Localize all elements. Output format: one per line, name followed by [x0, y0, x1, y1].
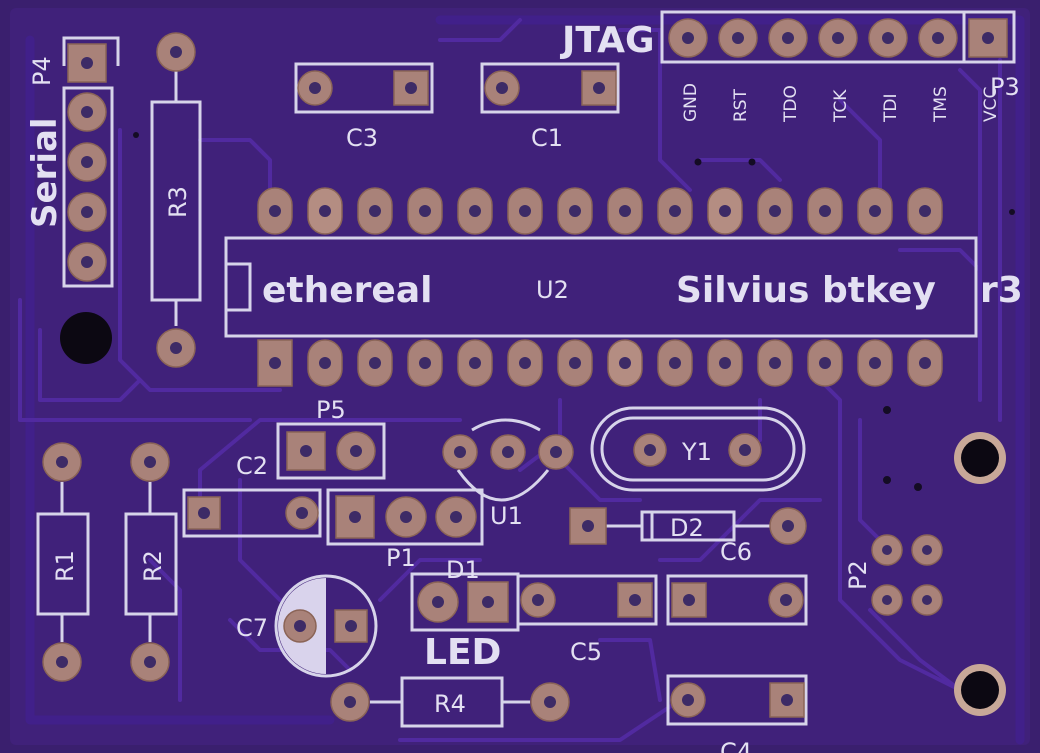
- ref-d1: D1: [446, 556, 480, 584]
- ref-c4: C4: [720, 738, 752, 753]
- ref-c7: C7: [236, 614, 268, 642]
- jtag-pin-rst: RST: [731, 88, 751, 122]
- ic-u2: ethereal U2 Silvius btkey r3: [224, 236, 1023, 338]
- capacitor-c3: C3: [294, 62, 434, 152]
- jtag-pin-tdo: TDO: [781, 85, 801, 123]
- jtag-pads: [668, 18, 1008, 58]
- ref-p5: P5: [316, 396, 346, 424]
- resistor-r3: R3: [150, 32, 202, 368]
- diode-d2: D2: [569, 507, 807, 545]
- header-p1: P1: [326, 488, 484, 572]
- ref-c5: C5: [570, 638, 602, 666]
- serial-header-p4: P4 Serial: [25, 36, 120, 288]
- jtag-pin-gnd: GND: [681, 83, 701, 122]
- led-title: LED: [424, 632, 501, 673]
- header-p2: P2: [844, 534, 943, 616]
- jtag-pin-labels: GND RST TDO TCK TDI TMS VCC: [681, 83, 1001, 123]
- ref-p3: P3: [990, 73, 1020, 101]
- jtag-header-p3: JTAG P3: [559, 10, 1020, 101]
- ref-c6: C6: [720, 538, 752, 566]
- mounting-holes: [60, 312, 1006, 716]
- header-p5: P5: [276, 396, 386, 480]
- ic-label-right: Silvius btkey: [676, 270, 936, 311]
- crystal-y1: Y1: [590, 406, 806, 492]
- vias: [133, 132, 1015, 491]
- ref-r4: R4: [434, 690, 466, 718]
- serial-title: Serial: [25, 117, 65, 228]
- jtag-pin-tdi: TDI: [881, 94, 901, 124]
- ic-top-pads: [257, 187, 943, 235]
- ref-p4: P4: [28, 56, 56, 86]
- resistor-r4: R4: [330, 676, 570, 728]
- led-d1: D1 LED: [410, 556, 520, 673]
- jtag-pin-tck: TCK: [831, 89, 851, 123]
- capacitor-c1: C1: [480, 62, 620, 152]
- ref-c3: C3: [346, 124, 378, 152]
- resistor-r2: R2: [124, 442, 178, 682]
- capacitor-c5: C5: [516, 574, 658, 666]
- ref-r3: R3: [164, 186, 192, 218]
- regulator-u1: U1: [442, 418, 574, 530]
- ref-d2: D2: [670, 514, 704, 542]
- jtag-pin-vcc: VCC: [981, 87, 1001, 122]
- ic-bottom-pads: [257, 339, 943, 387]
- ic-revision: r3: [980, 270, 1023, 311]
- capacitor-c7: C7: [236, 574, 378, 678]
- ic-label-left: ethereal: [262, 270, 432, 311]
- ref-r1: R1: [51, 550, 79, 582]
- jtag-pin-tms: TMS: [931, 86, 951, 123]
- capacitor-c6: C6: [666, 538, 808, 626]
- ref-p1: P1: [386, 544, 416, 572]
- jtag-title: JTAG: [559, 20, 655, 61]
- ref-p2: P2: [844, 560, 872, 590]
- traces: [18, 15, 1025, 745]
- ref-y1: Y1: [681, 438, 712, 466]
- capacitor-c2: C2: [182, 452, 322, 538]
- ref-r2: R2: [139, 550, 167, 582]
- capacitor-c4: C4: [666, 674, 808, 753]
- ic-ref-u2: U2: [536, 276, 569, 304]
- resistor-r1: R1: [36, 442, 90, 682]
- ref-c1: C1: [531, 124, 563, 152]
- ref-c2: C2: [236, 452, 268, 480]
- ref-u1: U1: [490, 502, 523, 530]
